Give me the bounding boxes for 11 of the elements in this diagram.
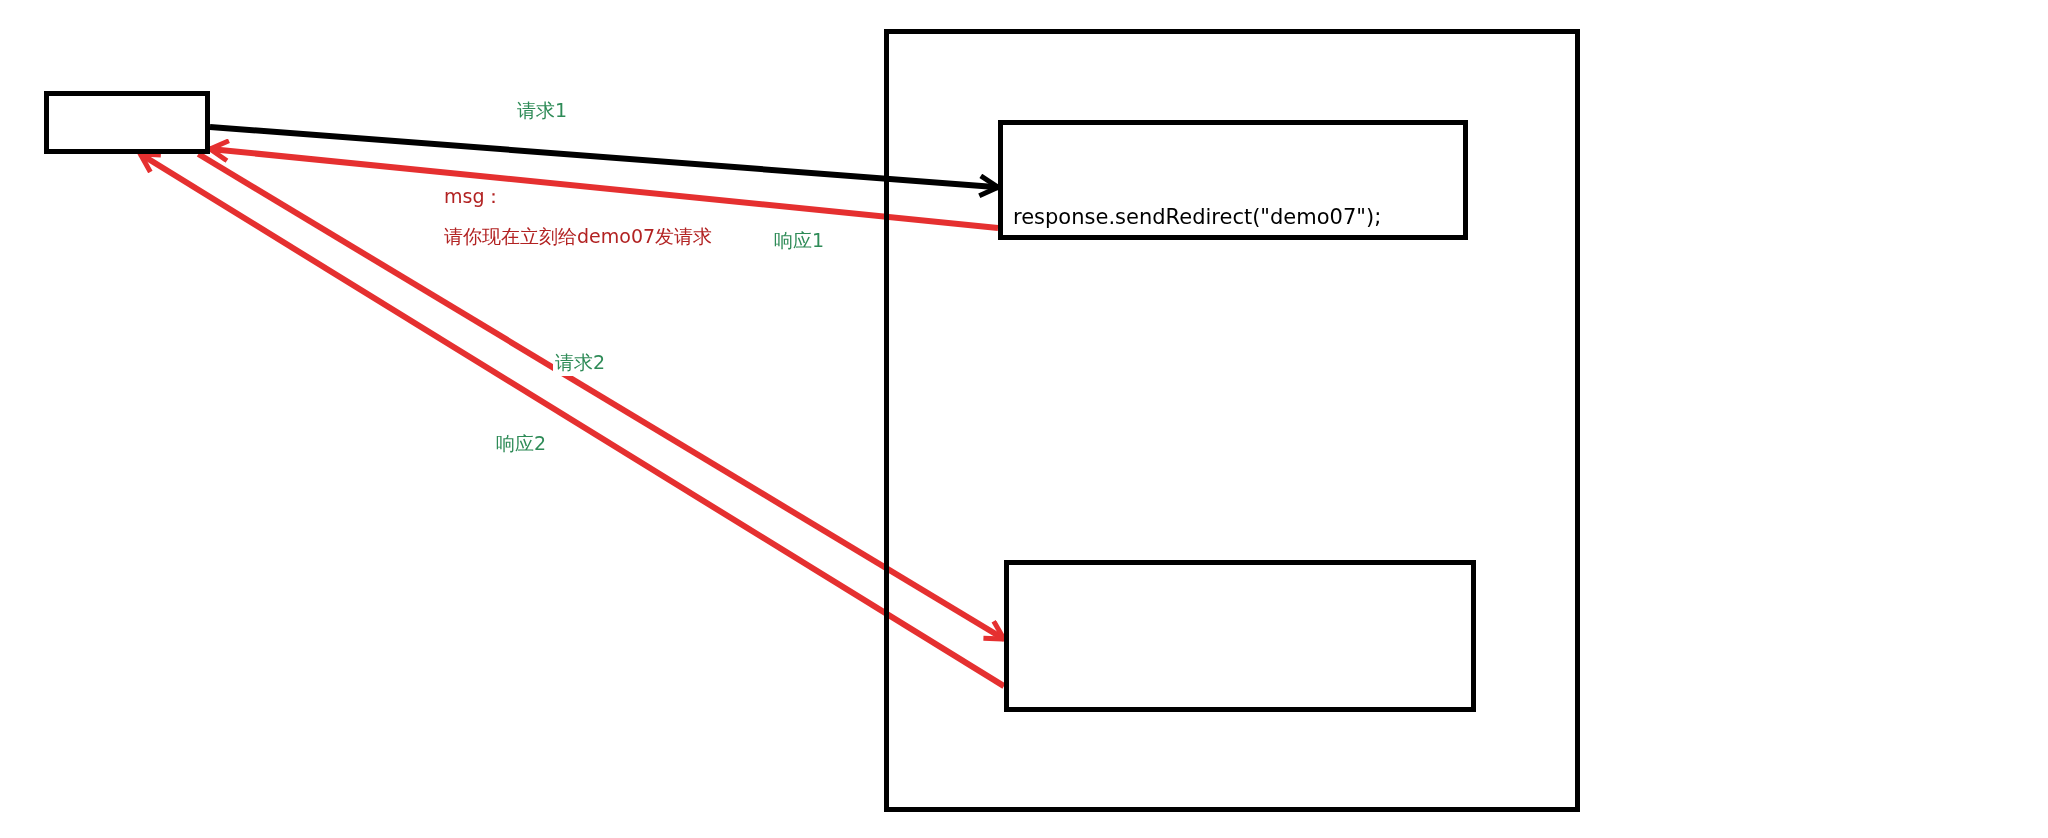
process-box [998, 120, 1468, 240]
message-note: 请你现在立刻给demo07发请求 [444, 224, 713, 249]
rectangle-box [884, 29, 1580, 812]
code-text: response.sendRedirect("demo07"); [1013, 205, 1382, 229]
rectangle-box [1004, 560, 1476, 712]
arrow [196, 151, 1007, 642]
arrow [207, 138, 999, 231]
arrow [209, 123, 1001, 199]
rectangle-box [44, 91, 210, 154]
arrow [137, 151, 1006, 689]
message-note: msg： [444, 184, 504, 209]
